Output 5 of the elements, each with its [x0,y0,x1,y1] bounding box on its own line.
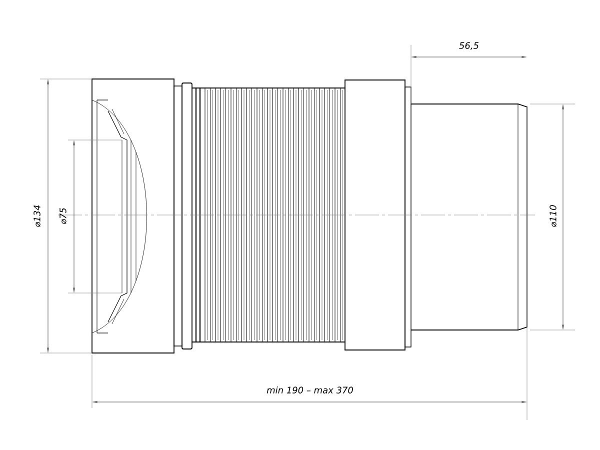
dimension-label: ⌀134 [34,205,40,227]
dimension-label: min 190 – max 370 [266,386,353,394]
dimension-label: ⌀110 [550,205,556,227]
dimension-label: 56,5 [459,42,479,50]
dimension-label: ⌀75 [60,208,66,224]
